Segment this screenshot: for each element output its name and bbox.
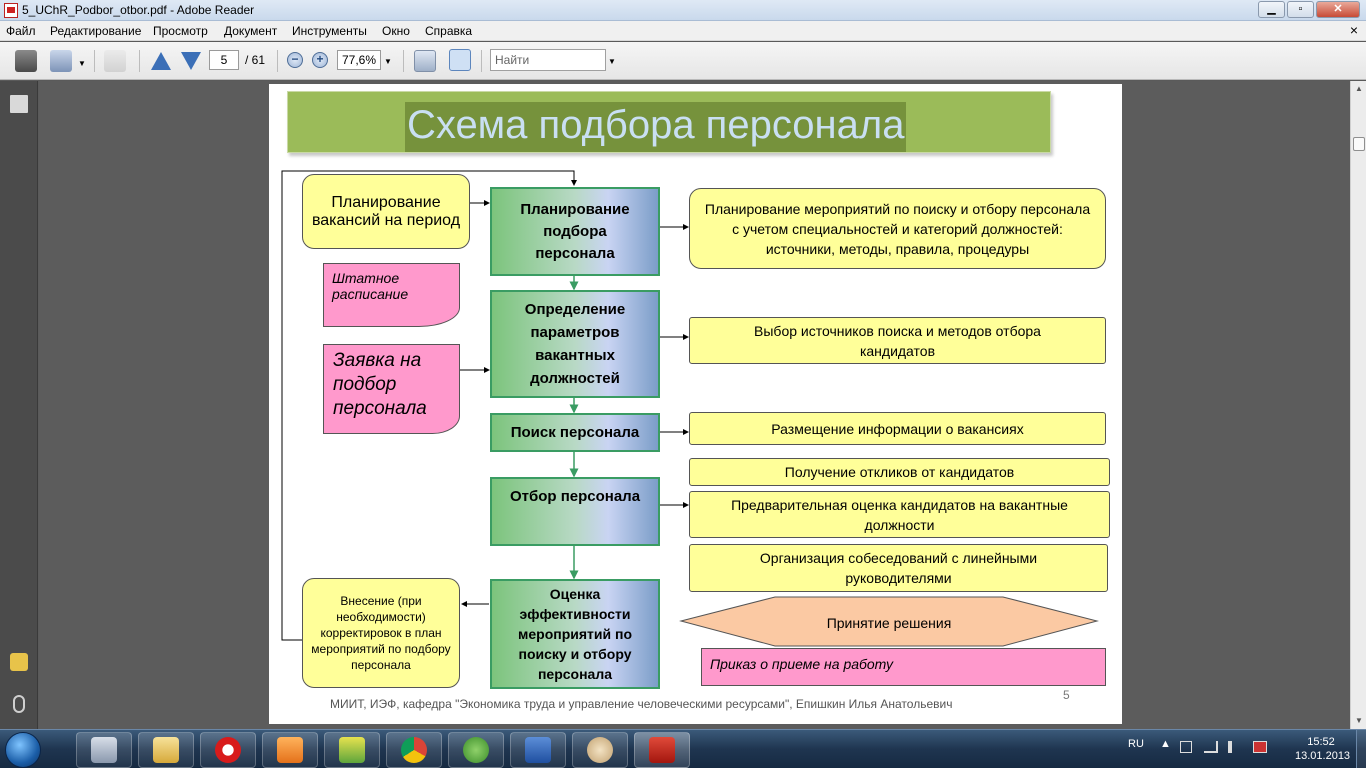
fit-width-icon[interactable] (414, 50, 436, 72)
media-player-taskbar-button[interactable] (262, 732, 318, 768)
slide-page-number: 5 (1063, 688, 1070, 702)
menu-file[interactable]: Файл (6, 24, 36, 38)
network-signal-icon[interactable] (1204, 741, 1218, 753)
zoom-input[interactable]: 77,6% (337, 50, 381, 70)
slide-title-banner: Схема подбора персонала (287, 91, 1051, 153)
show-hidden-icons-icon[interactable]: ▲ (1160, 738, 1171, 750)
chrome-icon (401, 737, 427, 763)
navigation-panel (0, 81, 38, 729)
right-box-responses: Получение откликов от кандидатов (689, 458, 1110, 486)
window-controls: ▁ ▫ ✕ (1256, 1, 1360, 18)
media-player-icon (277, 737, 303, 763)
clock-date: 13.01.2013 (1295, 750, 1351, 762)
collaborate-icon[interactable] (104, 50, 126, 72)
main-step-parameters: Определение параметров вакантных должнос… (490, 290, 660, 398)
share-dropdown-icon[interactable]: ▼ (78, 59, 86, 68)
toolbar-separator (277, 50, 278, 72)
taskbar (0, 729, 1366, 768)
show-desktop-button[interactable] (1356, 730, 1366, 768)
decision-label: Принятие решения (826, 615, 952, 631)
calculator-taskbar-button[interactable] (76, 732, 132, 768)
chrome-taskbar-button[interactable] (386, 732, 442, 768)
print-icon[interactable] (15, 50, 37, 72)
device-icon[interactable] (1180, 741, 1192, 753)
opera-icon (215, 737, 241, 763)
slide-title: Схема подбора персонала (405, 102, 907, 152)
main-step-evaluation: Оценка эффективности мероприятий по поис… (490, 579, 660, 689)
page-total: / 61 (245, 53, 266, 67)
scroll-thumb[interactable] (1353, 137, 1365, 151)
pages-icon[interactable] (10, 95, 28, 113)
close-button[interactable]: ✕ (1316, 1, 1360, 18)
staffing-document: Штатное расписание (323, 263, 460, 327)
explorer-taskbar-button[interactable] (138, 732, 194, 768)
page-number-input[interactable]: 5 (209, 50, 239, 70)
utorrent-taskbar-button[interactable] (448, 732, 504, 768)
menu-bar: Файл Редактирование Просмотр Документ Ин… (0, 21, 1366, 41)
menu-view[interactable]: Просмотр (153, 24, 208, 38)
main-step-planning: Планирование подбора персонала (490, 187, 660, 276)
attachments-icon[interactable] (13, 695, 25, 713)
menu-window[interactable]: Окно (382, 24, 410, 38)
share-icon[interactable] (50, 50, 72, 72)
menu-help[interactable]: Справка (425, 24, 473, 38)
previous-page-icon[interactable] (151, 52, 171, 74)
window-title-bar: 5_UChR_Podbor_otbor.pdf - Adobe Reader ▁… (0, 0, 1366, 21)
window-title: 5_UChR_Podbor_otbor.pdf - Adobe Reader (22, 3, 255, 17)
opera-taskbar-button[interactable] (200, 732, 256, 768)
comments-icon[interactable] (10, 653, 28, 671)
folder-icon (153, 737, 179, 763)
scroll-up-icon[interactable]: ▲ (1355, 84, 1363, 93)
maximize-button[interactable]: ▫ (1287, 1, 1314, 18)
main-step-search: Поиск персонала (490, 413, 660, 452)
fit-page-icon[interactable] (449, 49, 471, 71)
toolbar-separator (94, 50, 95, 72)
word-taskbar-button[interactable] (510, 732, 566, 768)
toolbar-separator (403, 50, 404, 72)
calculator-icon (91, 737, 117, 763)
main-step-selection: Отбор персонала (490, 477, 660, 546)
minimize-button[interactable]: ▁ (1258, 1, 1285, 18)
find-dropdown-icon[interactable]: ▼ (608, 57, 616, 66)
corrections-box: Внесение (при необходимости) корректиров… (302, 578, 460, 688)
paint-taskbar-button[interactable] (572, 732, 628, 768)
language-indicator[interactable]: RU (1128, 738, 1144, 750)
right-box-interviews: Организация собеседований с линейными ру… (689, 544, 1108, 592)
toolbar: ▼ (0, 42, 1366, 80)
right-box-planning-activities: Планирование мероприятий по поиску и отб… (689, 188, 1106, 269)
adobe-reader-icon (649, 737, 675, 763)
next-page-icon[interactable] (181, 52, 201, 74)
menu-tools[interactable]: Инструменты (292, 24, 367, 38)
right-box-sources: Выбор источников поиска и методов отбора… (689, 317, 1106, 364)
word-icon (525, 737, 551, 763)
zoom-in-icon[interactable]: + (312, 52, 328, 68)
volume-icon[interactable] (1228, 741, 1240, 753)
paint-icon (587, 737, 613, 763)
document-close-icon[interactable]: × (1349, 22, 1358, 38)
vertical-scrollbar[interactable]: ▲ ▼ (1350, 81, 1366, 729)
right-box-preliminary-assessment: Предварительная оценка кандидатов на вак… (689, 491, 1110, 538)
utorrent-icon (463, 737, 489, 763)
adobe-reader-icon (4, 3, 18, 18)
request-document: Заявка на подбор персонала (323, 344, 460, 434)
app-taskbar-button[interactable] (324, 732, 380, 768)
right-box-vacancy-info: Размещение информации о вакансиях (689, 412, 1106, 445)
planning-vacancies-box: Планирование вакансий на период (302, 174, 470, 249)
robot-icon (339, 737, 365, 763)
start-button[interactable] (5, 732, 41, 768)
clock-time: 15:52 (1307, 736, 1335, 748)
toolbar-separator (481, 50, 482, 72)
menu-edit[interactable]: Редактирование (50, 24, 142, 38)
zoom-dropdown-icon[interactable]: ▼ (384, 57, 392, 66)
zoom-out-icon[interactable]: − (287, 52, 303, 68)
system-clock[interactable]: 15:52 13.01.2013 (1295, 735, 1351, 763)
slide-footer: МИИТ, ИЭФ, кафедра "Экономика труда и уп… (330, 697, 953, 711)
scroll-down-icon[interactable]: ▼ (1355, 716, 1363, 725)
hiring-order-document: Приказ о приеме на работу (701, 648, 1106, 686)
find-input[interactable]: Найти (490, 49, 606, 71)
action-center-icon[interactable] (1253, 741, 1267, 753)
menu-document[interactable]: Документ (224, 24, 278, 38)
toolbar-separator (139, 50, 140, 72)
adobe-reader-taskbar-button[interactable] (634, 732, 690, 768)
